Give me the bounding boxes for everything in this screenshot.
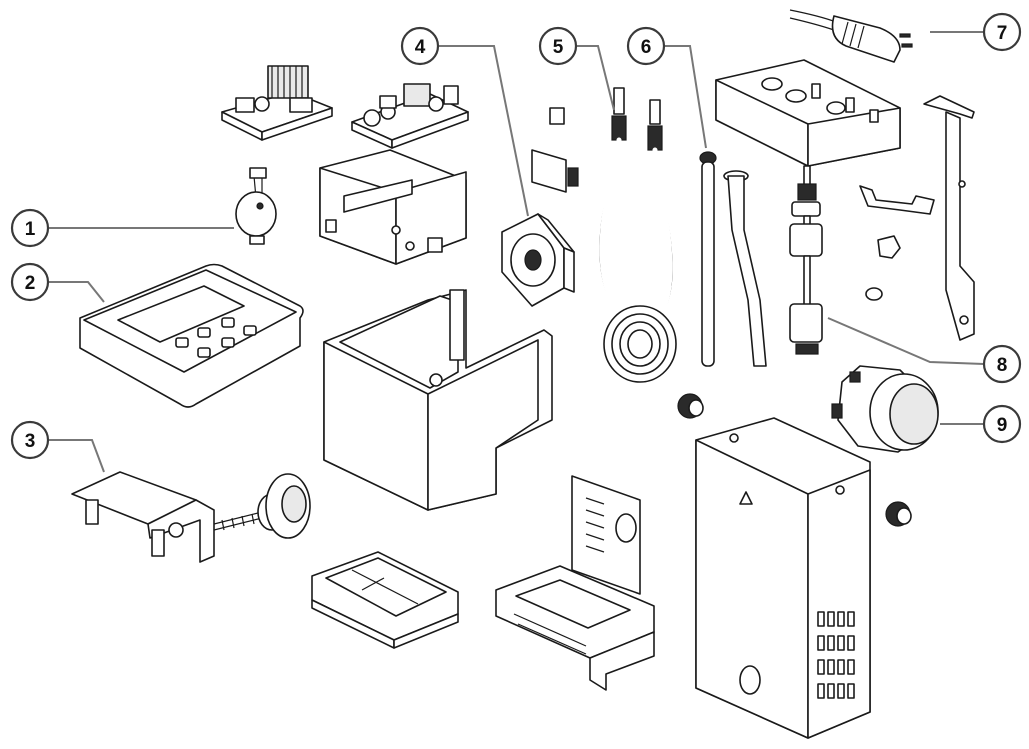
callout-9: 9 [982,404,1022,444]
callout-9-label: 9 [997,415,1008,436]
leader-4 [438,45,529,217]
electronics-bracket [319,149,467,265]
callout-5: 5 [538,26,578,66]
mounting-bracket [923,95,975,341]
part-2-control-panel [79,263,304,408]
leader-lines [48,31,985,473]
part-8-float-switch [789,165,823,355]
callout-7: 7 [982,12,1022,52]
leader-8 [827,317,985,365]
part-5-heating-element [599,87,677,383]
part-9-pump [831,365,939,453]
callout-8: 8 [982,344,1022,384]
float-housing-lid [715,59,901,167]
callout-7-label: 7 [997,23,1008,44]
callout-4-label: 4 [415,37,426,58]
part-1-thermostat-disc [235,167,277,245]
circuit-board-left [221,65,333,141]
sensor-board [531,107,579,193]
main-tank [323,289,553,511]
vent-panel [495,475,655,691]
leader-5 [576,45,615,111]
retaining-clip [859,185,935,301]
callout-2: 2 [10,262,50,302]
part-3-clamp-bracket [71,471,311,563]
callout-4: 4 [400,26,440,66]
drain-knobs [677,393,912,527]
part-6-sensor-probes [699,151,767,367]
part-4-cooling-fan [501,213,575,307]
leader-2 [48,281,105,303]
callout-3-label: 3 [25,431,36,452]
callout-1-label: 1 [25,219,36,240]
leader-6 [664,45,707,149]
callout-8-label: 8 [997,355,1008,376]
callout-3: 3 [10,420,50,460]
outer-housing [695,417,871,739]
callout-5-label: 5 [553,37,564,58]
drip-tray [311,551,459,649]
circuit-board-right [351,83,469,149]
callout-6: 6 [626,26,666,66]
callout-1: 1 [10,208,50,248]
leader-3 [48,439,105,473]
callout-2-label: 2 [25,273,36,294]
part-7-power-cord [789,9,913,63]
callout-6-label: 6 [641,37,652,58]
